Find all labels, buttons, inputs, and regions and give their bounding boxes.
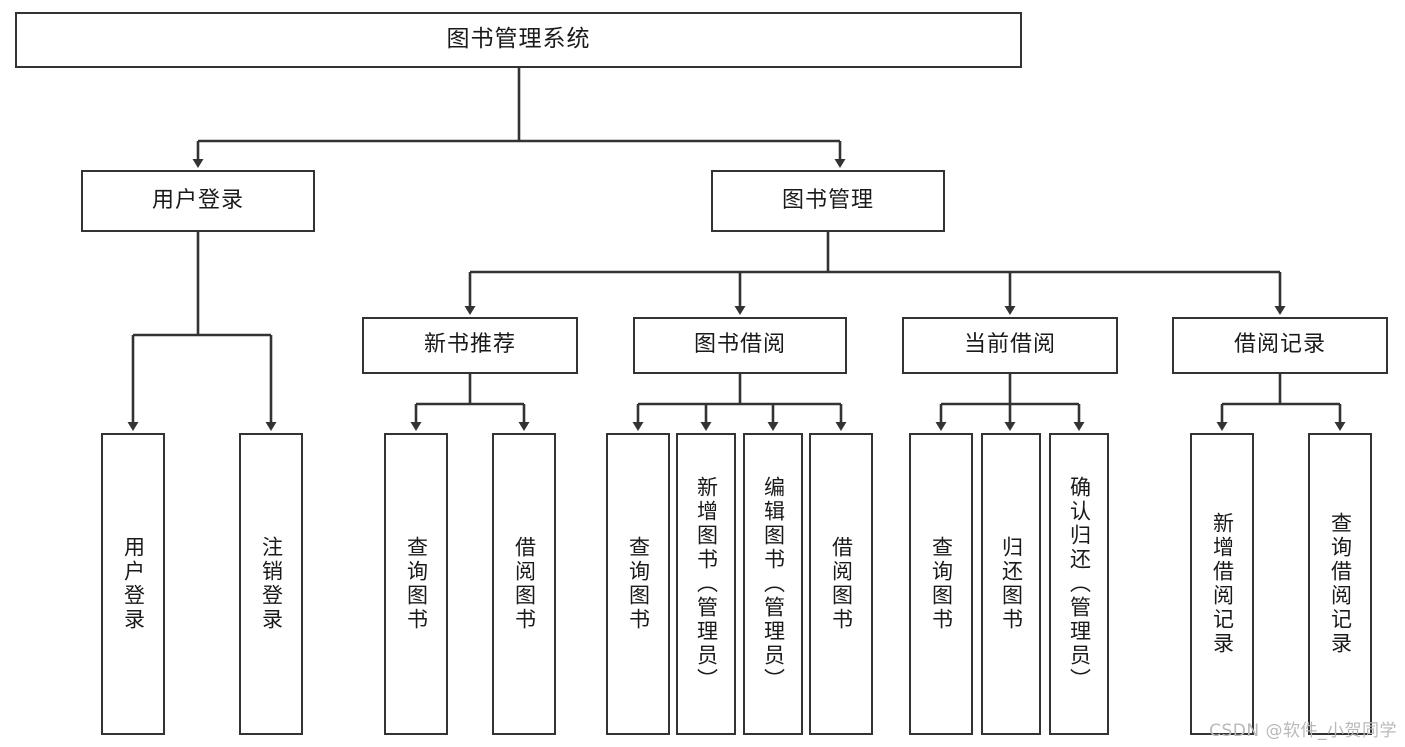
node-label: 编辑图书（管理员） [761, 476, 786, 692]
node-label: 注销登录 [259, 536, 284, 632]
node-root-book-management-system[interactable]: 图书管理系统 [15, 12, 1022, 68]
node-user-login[interactable]: 用户登录 [81, 170, 315, 232]
node-label: 图书借阅 [693, 332, 786, 358]
leaf-user-login-login[interactable]: 用户登录 [101, 433, 165, 735]
node-current-borrow[interactable]: 当前借阅 [902, 317, 1118, 374]
leaf-user-login-logout[interactable]: 注销登录 [239, 433, 303, 735]
leaf-book-borrow-edit-admin[interactable]: 编辑图书（管理员） [743, 433, 803, 735]
node-label: 借阅记录 [1233, 332, 1326, 358]
leaf-book-borrow-add-admin[interactable]: 新增图书（管理员） [676, 433, 736, 735]
node-label: 查询图书 [404, 536, 429, 632]
node-label: 新增借阅记录 [1210, 512, 1235, 656]
leaf-book-borrow-query[interactable]: 查询图书 [606, 433, 670, 735]
watermark: CSDN @软件_小贺同学 [1209, 721, 1397, 741]
leaf-new-book-query[interactable]: 查询图书 [384, 433, 448, 735]
node-label: 新书推荐 [423, 332, 516, 358]
node-book-borrow[interactable]: 图书借阅 [633, 317, 847, 374]
node-label: 借阅图书 [829, 536, 854, 632]
node-label: 查询图书 [626, 536, 651, 632]
node-book-management[interactable]: 图书管理 [711, 170, 945, 232]
leaf-current-borrow-confirm-admin[interactable]: 确认归还（管理员） [1049, 433, 1109, 735]
leaf-book-borrow-borrow[interactable]: 借阅图书 [809, 433, 873, 735]
leaf-borrow-record-add[interactable]: 新增借阅记录 [1190, 433, 1254, 735]
node-label: 图书管理 [781, 187, 874, 213]
node-label: 当前借阅 [963, 332, 1056, 358]
node-borrow-record[interactable]: 借阅记录 [1172, 317, 1388, 374]
node-label: 用户登录 [151, 187, 244, 213]
node-label: 图书管理系统 [446, 26, 591, 53]
node-label: 查询图书 [929, 536, 954, 632]
leaf-new-book-borrow[interactable]: 借阅图书 [492, 433, 556, 735]
node-label: 确认归还（管理员） [1067, 476, 1092, 692]
node-new-book-recommend[interactable]: 新书推荐 [362, 317, 578, 374]
node-label: 查询借阅记录 [1328, 512, 1353, 656]
leaf-current-borrow-return[interactable]: 归还图书 [981, 433, 1041, 735]
node-label: 借阅图书 [512, 536, 537, 632]
node-label: 用户登录 [121, 536, 146, 632]
node-label: 新增图书（管理员） [694, 476, 719, 692]
leaf-current-borrow-query[interactable]: 查询图书 [909, 433, 973, 735]
node-label: 归还图书 [999, 536, 1024, 632]
leaf-borrow-record-query[interactable]: 查询借阅记录 [1308, 433, 1372, 735]
